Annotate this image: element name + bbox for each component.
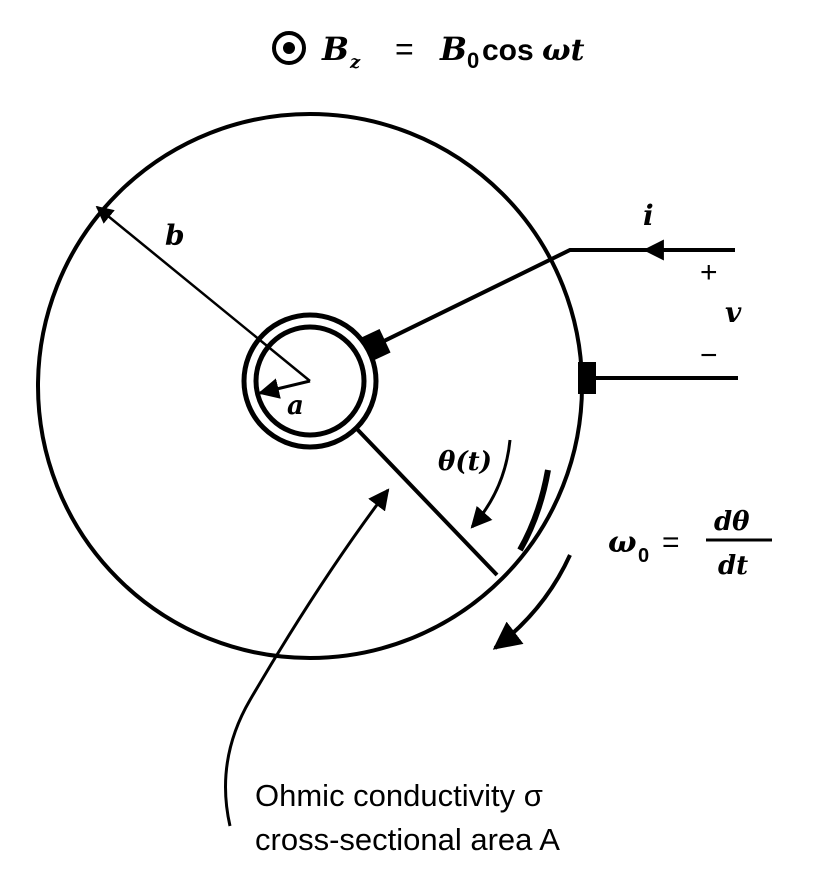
title-b0: B: [439, 30, 467, 68]
label-a: a: [287, 391, 304, 421]
rotation-arc: [517, 469, 551, 552]
title-sub-z: z: [349, 52, 361, 73]
label-omega: ω: [608, 525, 637, 560]
radial-conductor: [354, 426, 499, 577]
upper-wire: [379, 248, 735, 345]
field-direction-icon: [272, 31, 306, 65]
rotation-arrow: [492, 554, 572, 650]
outer-brush: [578, 362, 596, 394]
label-dt: dt: [718, 551, 748, 581]
note-line1: Ohmic conductivity σ: [255, 778, 543, 813]
radius-a-arrow: [257, 378, 311, 399]
radius-b-arrow: [95, 205, 311, 382]
inner-brush: [361, 328, 391, 362]
label-dtheta: dθ: [714, 507, 750, 537]
title-arg: ωt: [542, 33, 585, 68]
leader-arrow: [224, 488, 390, 827]
title-b: B: [321, 30, 349, 68]
outer-disk: [36, 112, 584, 660]
label-b: b: [165, 219, 185, 252]
label-omega-eq: =: [662, 526, 680, 559]
label-plus: +: [700, 256, 718, 289]
label-i: i: [643, 199, 654, 232]
theta-arrow: [470, 439, 512, 529]
label-v: v: [725, 296, 742, 329]
note-line2: cross-sectional area A: [255, 822, 560, 857]
label-omega-sub: 0: [638, 545, 649, 567]
label-theta: θ(t): [438, 447, 492, 477]
hub-outer: [241, 312, 379, 450]
hub-inner: [253, 324, 367, 438]
label-minus: −: [700, 339, 718, 372]
title-cos: cos: [482, 34, 534, 67]
title-sub-0: 0: [467, 48, 479, 73]
title-equals: =: [395, 31, 414, 67]
